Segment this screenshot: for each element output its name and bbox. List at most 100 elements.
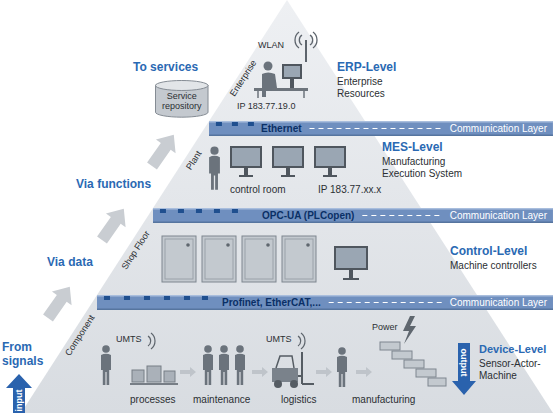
output-arrow: output xyxy=(452,343,476,395)
network-label: UMTS xyxy=(116,334,142,345)
ip-address: IP 183.77.19.0 xyxy=(237,101,295,112)
forklift xyxy=(272,368,298,382)
flow-arrow xyxy=(180,367,196,377)
pyramid xyxy=(21,0,553,413)
control-room xyxy=(286,168,290,175)
network-label: WLAN xyxy=(258,40,284,51)
band-fill xyxy=(97,295,553,310)
band-shadow xyxy=(209,135,553,137)
forklift xyxy=(274,380,282,388)
wlan-antenna xyxy=(295,32,299,48)
device-level-figures xyxy=(235,345,245,385)
communication-band: Profinet, EtherCAT,...Communication Laye… xyxy=(97,295,553,310)
arrow-body xyxy=(6,374,32,413)
flow-arrow xyxy=(252,367,268,377)
level-title: MES-Level xyxy=(382,140,443,154)
layer-name: Communication Layer xyxy=(450,295,547,310)
wlan-antenna xyxy=(313,32,317,48)
enterprise-workstation xyxy=(290,79,294,88)
production-steps xyxy=(428,378,446,386)
forklift xyxy=(301,352,303,384)
level-title: Device-Level xyxy=(479,343,546,356)
connector-square xyxy=(178,209,184,213)
control-room xyxy=(230,146,262,168)
forklift xyxy=(290,380,298,388)
communication-band: OPC-UA (PLCopen)Communication Layer xyxy=(153,208,553,223)
process-conveyor xyxy=(130,383,178,385)
forklift xyxy=(302,383,314,385)
connector-square xyxy=(248,122,254,126)
radio-waves xyxy=(298,336,301,346)
radio-waves xyxy=(148,336,151,346)
forklift xyxy=(276,356,294,368)
connector-square xyxy=(216,122,222,126)
flow-arrow xyxy=(92,202,133,247)
level-title: ERP-Level xyxy=(337,60,396,74)
flow-arrow xyxy=(142,128,183,173)
flow-arrow xyxy=(356,367,372,377)
machine-controllers xyxy=(336,248,366,268)
connector-square xyxy=(184,296,190,300)
enterprise-workstation xyxy=(257,91,259,98)
input-arrow: input xyxy=(6,374,32,413)
radio-waves xyxy=(151,333,155,349)
machine-controllers xyxy=(306,243,310,247)
connector-square xyxy=(144,296,150,300)
machine-controllers xyxy=(186,243,190,247)
band-highlight xyxy=(153,208,553,210)
machine-controllers xyxy=(266,243,270,247)
process-conveyor xyxy=(132,370,144,382)
activity-label: logistics xyxy=(281,394,317,406)
radio-waves xyxy=(301,333,305,349)
wlan-antenna xyxy=(299,35,302,45)
machine-controllers xyxy=(349,270,353,278)
forklift xyxy=(298,375,302,377)
machine-controllers xyxy=(202,236,236,282)
control-room xyxy=(209,146,346,190)
control-room xyxy=(209,147,220,190)
device-level-figures xyxy=(101,345,111,385)
control-room xyxy=(274,148,302,166)
arrow-body xyxy=(452,343,476,395)
wlan-antenna xyxy=(310,35,313,45)
level-description: Enterprise Resources xyxy=(337,76,385,100)
flow-arrow xyxy=(316,367,332,377)
activity-label: maintenance xyxy=(193,394,250,406)
layer-name: Communication Layer xyxy=(450,208,547,223)
connector-square xyxy=(164,296,170,300)
repository-label: Service repository xyxy=(162,91,202,112)
enterprise-workstation xyxy=(264,62,273,71)
band-shadow xyxy=(153,222,553,224)
control-room xyxy=(281,175,295,177)
machine-controllers xyxy=(205,239,233,279)
flow-arrow xyxy=(180,367,372,377)
area-label: control room xyxy=(230,184,286,196)
activity-label: manufacturing xyxy=(352,394,415,406)
activity-label: processes xyxy=(130,394,176,406)
flow-label: Via data xyxy=(47,255,93,269)
control-room xyxy=(239,175,253,177)
power-label: Power xyxy=(372,322,398,333)
dashed-line xyxy=(329,302,442,303)
power-bolt xyxy=(403,316,416,344)
flow-label: From signals xyxy=(2,340,43,369)
control-room xyxy=(328,168,332,175)
communication-band: EthernetCommunication Layer xyxy=(209,121,553,136)
machine-controllers xyxy=(162,236,196,282)
flow-label: To services xyxy=(133,60,198,74)
connector-square xyxy=(232,122,238,126)
enterprise-workstation xyxy=(262,88,272,97)
dashed-line xyxy=(362,215,441,216)
connector-square xyxy=(196,209,202,213)
connector-square xyxy=(124,296,130,300)
cylinder-top xyxy=(156,81,209,91)
ip-address: IP 183.77.xx.x xyxy=(318,184,381,196)
production-steps xyxy=(404,360,424,368)
machine-controllers xyxy=(282,236,316,282)
band-shadow xyxy=(97,309,553,311)
protocol-name: Ethernet xyxy=(261,121,302,136)
production-steps xyxy=(380,342,446,386)
level-description: Machine controllers xyxy=(450,260,537,272)
database-cylinder: Service repository xyxy=(155,80,209,118)
